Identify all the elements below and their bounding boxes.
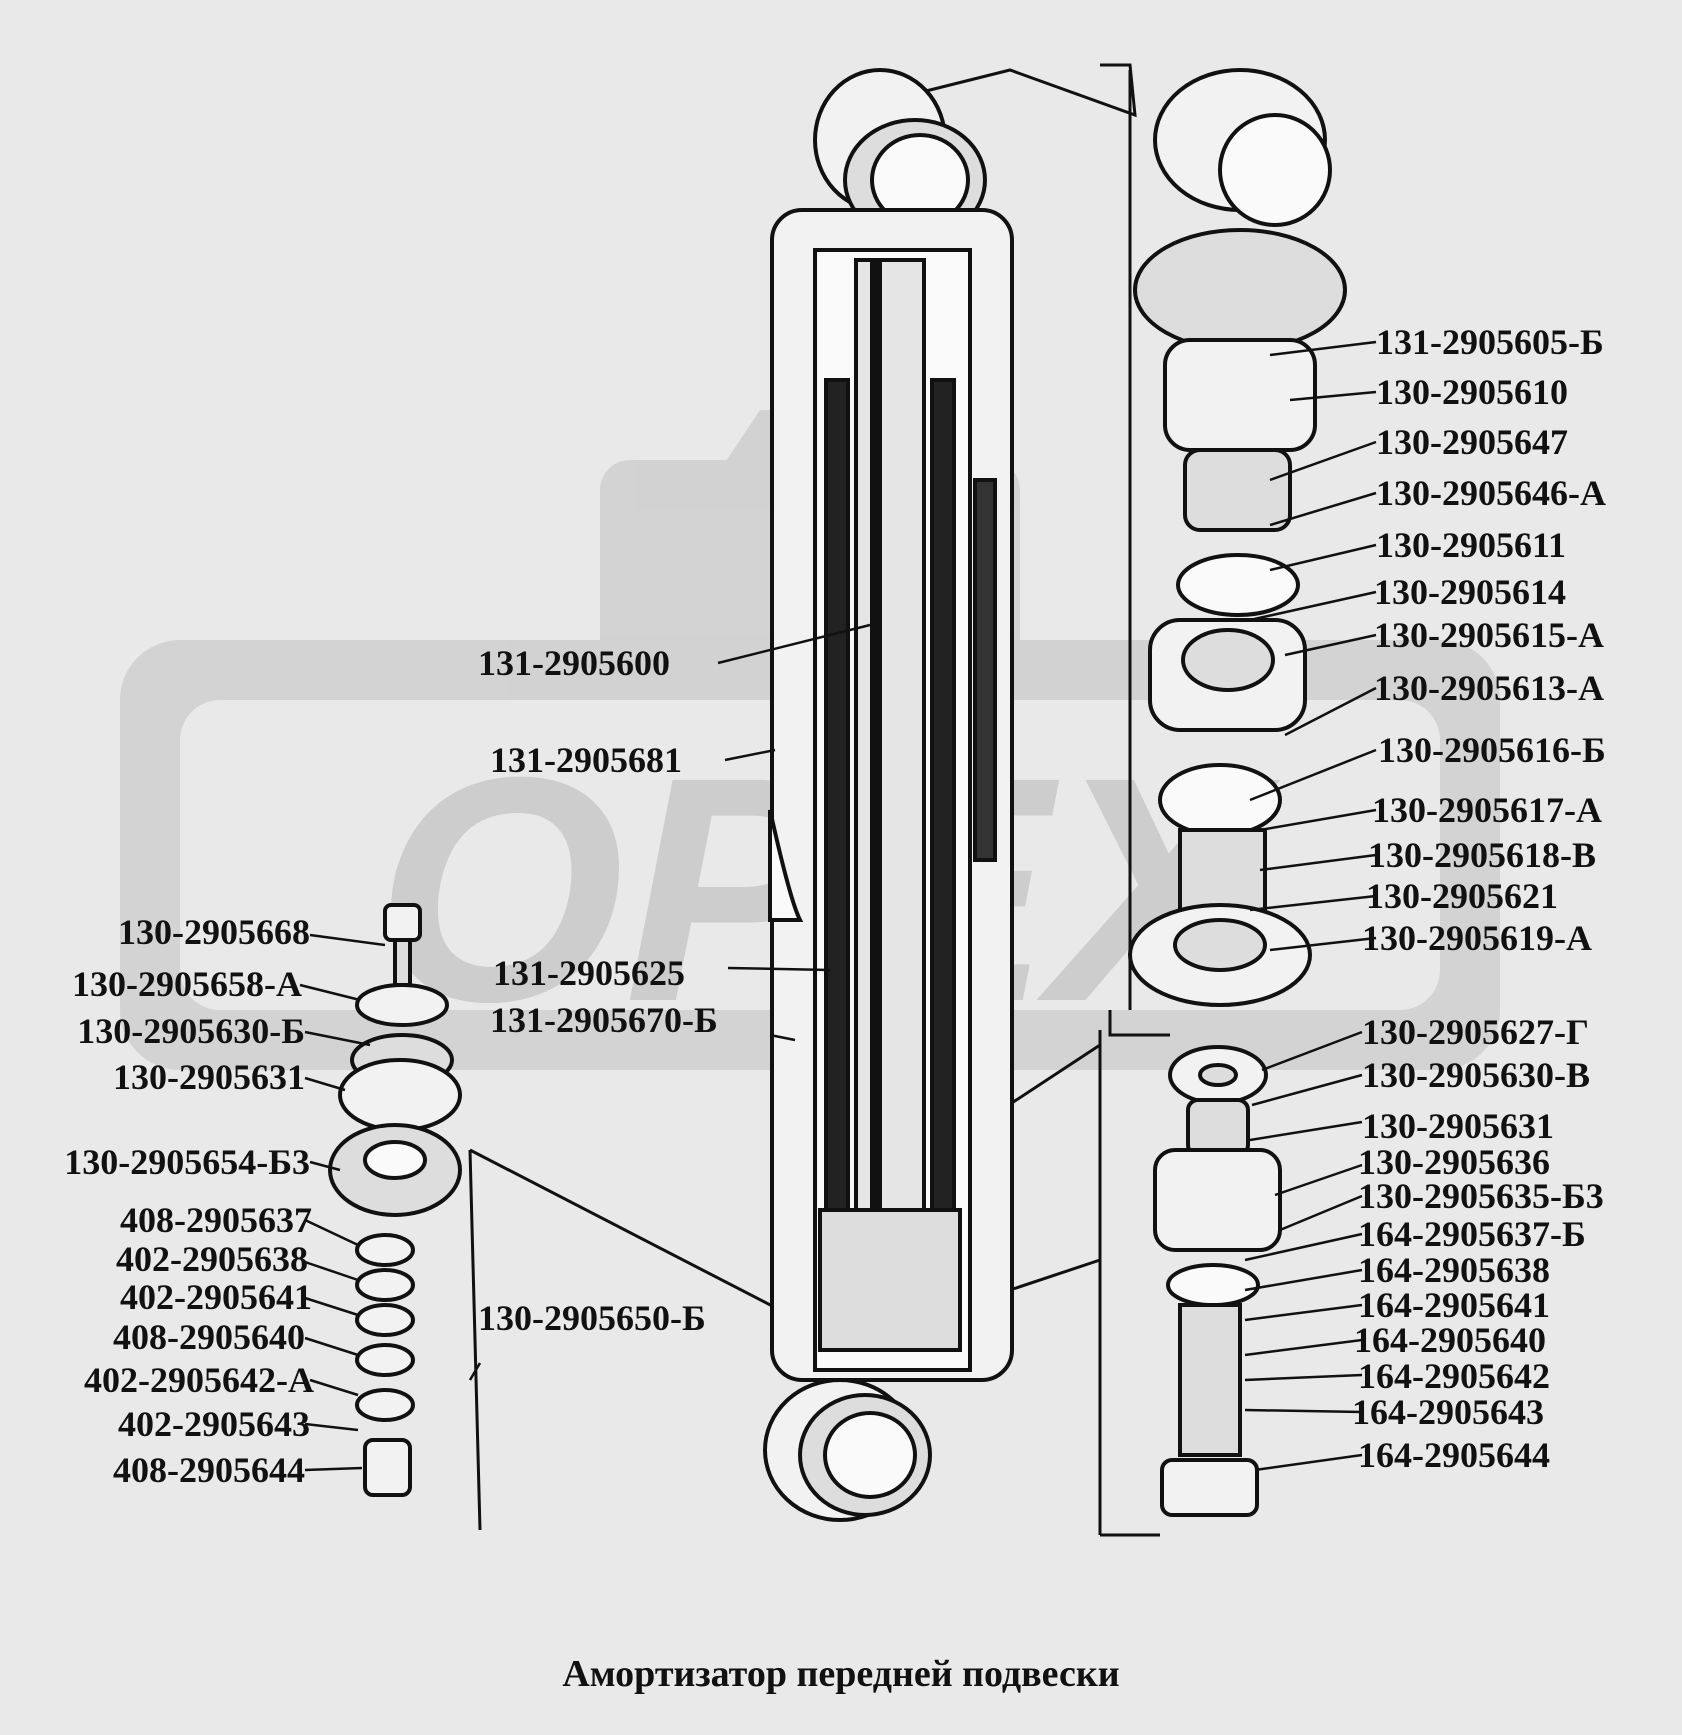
- label-402-2905641: 402-2905641: [120, 1277, 312, 1317]
- label-130-2905627-g: 130-2905627-Г: [1362, 1012, 1589, 1052]
- right-upper-parts: [1128, 68, 1347, 1007]
- label-130-2905631-right: 130-2905631: [1362, 1106, 1554, 1146]
- label-130-2905618-v: 130-2905618-В: [1368, 835, 1596, 875]
- label-164-2905643: 164-2905643: [1352, 1392, 1544, 1432]
- label-130-2905635-b3: 130-2905635-Б3: [1358, 1176, 1604, 1216]
- label-130-2905630-b: 130-2905630-Б: [77, 1011, 305, 1051]
- label-131-2905681: 131-2905681: [490, 740, 682, 780]
- label-131-2905605-b: 131-2905605-Б: [1376, 322, 1604, 362]
- label-164-2905641: 164-2905641: [1358, 1285, 1550, 1325]
- label-131-2905625: 131-2905625: [493, 953, 685, 993]
- label-130-2905646-a: 130-2905646-А: [1376, 473, 1606, 513]
- label-164-2905637-b: 164-2905637-Б: [1358, 1214, 1586, 1254]
- label-164-2905644: 164-2905644: [1358, 1435, 1550, 1475]
- label-408-2905640: 408-2905640: [113, 1317, 305, 1357]
- label-131-2905670-b: 131-2905670-Б: [490, 1000, 718, 1040]
- label-130-2905611: 130-2905611: [1376, 525, 1567, 565]
- left-parts: [328, 903, 462, 1497]
- label-402-2905638: 402-2905638: [116, 1239, 308, 1279]
- label-130-2905668: 130-2905668: [118, 912, 310, 952]
- label-130-2905613-a: 130-2905613-А: [1374, 668, 1604, 708]
- label-130-2905650-b: 130-2905650-Б: [478, 1298, 706, 1338]
- right-lower-parts: [1153, 1045, 1282, 1517]
- label-402-2905642-a: 402-2905642-А: [84, 1360, 314, 1400]
- label-402-2905643: 402-2905643: [118, 1404, 310, 1444]
- diagram-caption: Амортизатор передней подвески: [562, 1653, 1120, 1695]
- label-130-2905647: 130-2905647: [1376, 422, 1568, 462]
- label-130-2905654-b3: 130-2905654-Б3: [64, 1142, 310, 1182]
- label-130-2905616-b: 130-2905616-Б: [1378, 730, 1606, 770]
- label-131-2905600: 131-2905600: [478, 643, 670, 683]
- label-130-2905658-a: 130-2905658-А: [72, 964, 302, 1004]
- label-130-2905610: 130-2905610: [1376, 372, 1568, 412]
- main-shock-absorber: [763, 68, 1014, 1522]
- label-130-2905621: 130-2905621: [1366, 876, 1558, 916]
- label-130-2905619-a: 130-2905619-А: [1362, 918, 1592, 958]
- label-164-2905640: 164-2905640: [1354, 1320, 1546, 1360]
- label-130-2905636: 130-2905636: [1358, 1142, 1550, 1182]
- leader-lines: [299, 340, 1377, 1472]
- label-164-2905642: 164-2905642: [1358, 1356, 1550, 1396]
- label-130-2905617-a: 130-2905617-А: [1372, 790, 1602, 830]
- label-130-2905614: 130-2905614: [1374, 572, 1566, 612]
- label-130-2905630-v: 130-2905630-В: [1362, 1055, 1590, 1095]
- label-408-2905637: 408-2905637: [120, 1200, 312, 1240]
- label-408-2905644: 408-2905644: [113, 1450, 305, 1490]
- label-164-2905638: 164-2905638: [1358, 1250, 1550, 1290]
- label-130-2905631-left: 130-2905631: [113, 1057, 305, 1097]
- label-130-2905615-a: 130-2905615-А: [1374, 615, 1604, 655]
